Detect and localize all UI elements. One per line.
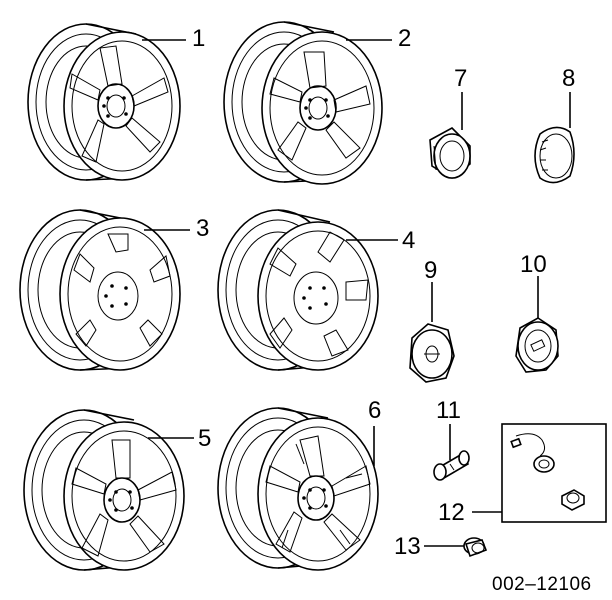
wheel-6-icon: [217, 407, 379, 571]
callout-3: 3: [196, 215, 209, 242]
wheel-3-icon: [19, 209, 181, 371]
center-cap-10-icon: [515, 317, 559, 373]
callout-13: 13: [394, 533, 421, 560]
tpms-kit-12: [501, 423, 607, 523]
callout-6: 6: [368, 397, 381, 424]
callout-9: 9: [424, 257, 437, 284]
sensor-nut-icon: [561, 489, 585, 511]
document-number: 002–12106: [492, 574, 592, 595]
callout-4: 4: [402, 227, 415, 254]
callout-2: 2: [398, 25, 411, 52]
center-cap-8-icon: [534, 126, 575, 184]
wheel-5-icon: [23, 409, 185, 571]
callout-12: 12: [438, 499, 465, 526]
callout-5: 5: [198, 425, 211, 452]
center-cap-9-icon: [409, 323, 455, 383]
callout-11: 11: [436, 397, 461, 424]
wheel-2-icon: [223, 21, 383, 185]
callout-8: 8: [562, 65, 575, 92]
tire-pressure-sensor-icon: [510, 433, 555, 473]
wheel-4-icon: [217, 209, 379, 371]
grommet-13-icon: [463, 537, 488, 558]
callout-7: 7: [454, 65, 467, 92]
wheel-1-icon: [27, 23, 181, 181]
center-cap-7-icon: [429, 127, 471, 179]
callout-1: 1: [192, 25, 205, 52]
valve-stem-11-icon: [433, 450, 470, 481]
callout-10: 10: [520, 251, 547, 278]
